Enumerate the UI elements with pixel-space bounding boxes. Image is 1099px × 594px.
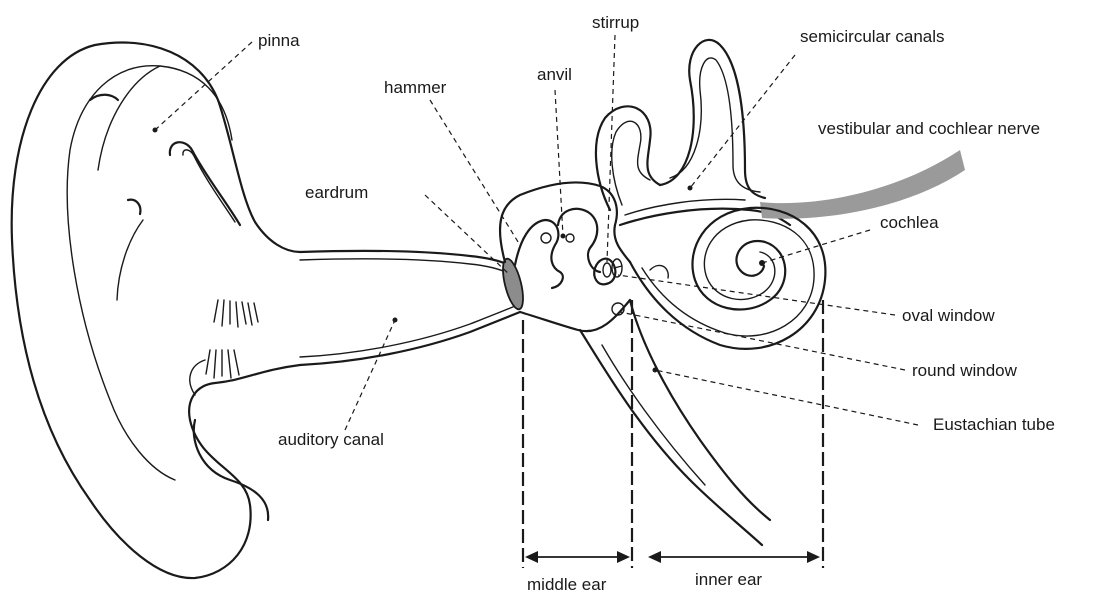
region-dividers	[523, 300, 823, 568]
semicircular-canals-shape	[596, 40, 790, 225]
label-cochlea: cochlea	[880, 213, 939, 232]
label-auditory-canal: auditory canal	[278, 430, 384, 449]
label-inner-ear: inner ear	[695, 570, 762, 589]
label-oval-window: oval window	[902, 306, 995, 325]
anvil-bone	[558, 209, 600, 272]
label-semicircular-canals: semicircular canals	[800, 27, 945, 46]
middle-ear-arrow	[525, 551, 630, 563]
hammer-bone	[515, 220, 563, 288]
outer-ear	[12, 42, 300, 578]
inner-ear-arrow	[648, 551, 820, 563]
label-middle-ear: middle ear	[527, 575, 607, 594]
label-anvil: anvil	[537, 65, 572, 84]
label-round-window: round window	[912, 361, 1018, 380]
label-eustachian-tube: Eustachian tube	[933, 415, 1055, 434]
eardrum-shape	[499, 257, 527, 311]
label-hammer: hammer	[384, 78, 447, 97]
label-stirrup: stirrup	[592, 13, 639, 32]
cochlea-shape	[630, 208, 825, 349]
nerve-shape	[760, 150, 965, 219]
auditory-canal	[300, 251, 520, 365]
label-pinna: pinna	[258, 31, 300, 50]
label-vestibular-cochlear-nerve: vestibular and cochlear nerve	[818, 119, 1040, 138]
label-eardrum: eardrum	[305, 183, 368, 202]
